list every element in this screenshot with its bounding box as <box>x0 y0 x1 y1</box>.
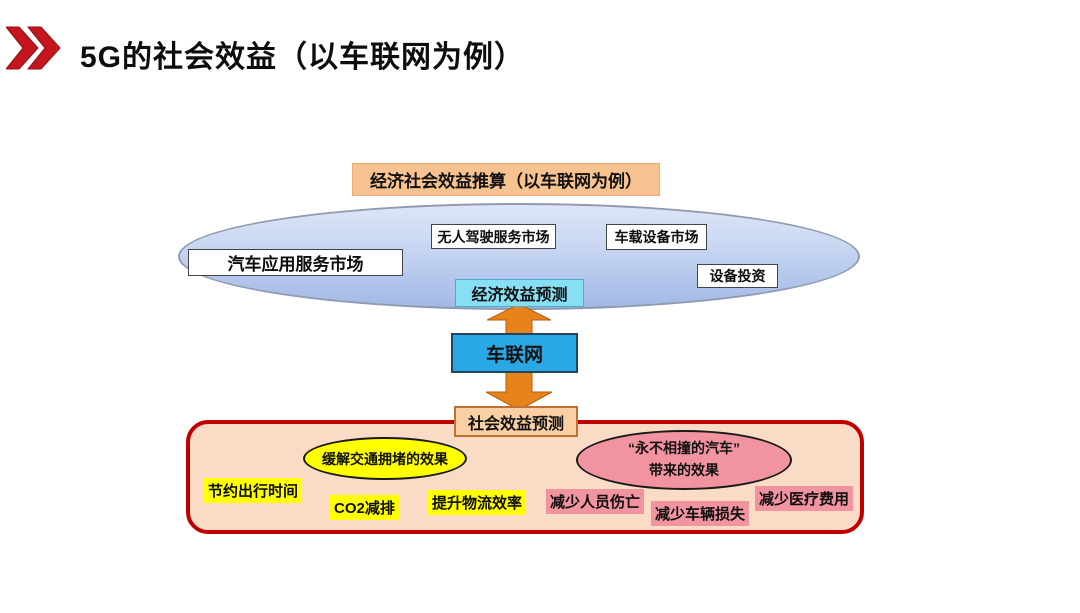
no-collision-line1: “永不相撞的汽车” <box>628 440 740 457</box>
no-collision-line2: 带来的效果 <box>649 462 719 478</box>
double-chevron-icon <box>6 26 61 70</box>
tag-co2-reduction: CO2减排 <box>330 495 399 520</box>
page-title: 5G的社会效益（以车联网为例） <box>80 41 526 74</box>
estimation-header-box: 经济社会效益推算（以车联网为例） <box>352 163 660 196</box>
market-box-equipment-investment: 设备投资 <box>697 264 778 288</box>
no-collision-effect-ellipse: “永不相撞的汽车” 带来的效果 <box>576 430 792 490</box>
tag-reduce-casualties: 减少人员伤亡 <box>546 489 645 514</box>
market-box-auto-app-service: 汽车应用服务市场 <box>188 249 403 276</box>
iov-core-box: 车联网 <box>451 333 578 373</box>
economic-forecast-box: 经济效益预测 <box>455 279 584 307</box>
arrow-up-icon <box>487 304 551 335</box>
congestion-effect-ellipse: 缓解交通拥堵的效果 <box>303 437 467 480</box>
tag-reduce-medical-cost: 减少医疗费用 <box>755 486 854 511</box>
market-box-vehicle-device: 车载设备市场 <box>606 224 707 250</box>
social-forecast-box: 社会效益预测 <box>454 406 578 437</box>
tag-reduce-vehicle-loss: 减少车辆损失 <box>651 501 750 526</box>
tag-save-travel-time: 节约出行时间 <box>204 478 303 503</box>
tag-logistics-efficiency: 提升物流效率 <box>428 490 527 515</box>
arrow-down-icon <box>486 371 552 410</box>
market-box-driverless-service: 无人驾驶服务市场 <box>431 224 556 249</box>
